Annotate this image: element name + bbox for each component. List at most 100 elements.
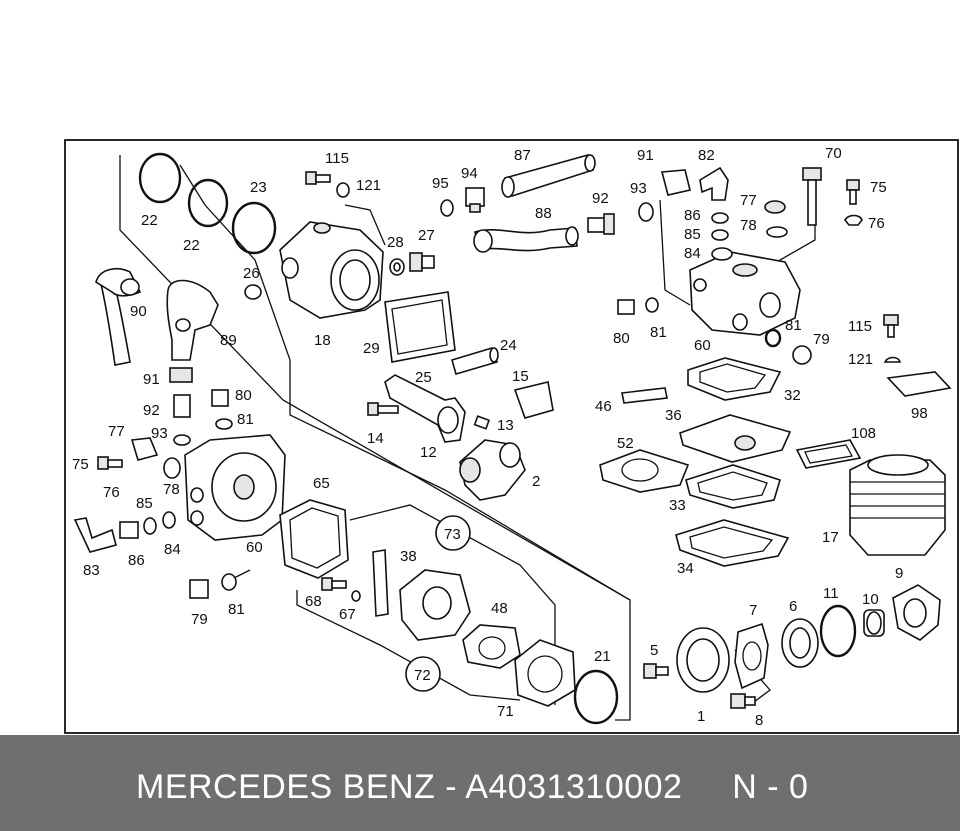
crankshaft-2 [459, 439, 526, 501]
snap-rings [138, 152, 277, 255]
callout-83: 83 [83, 562, 100, 579]
callout-52: 52 [617, 435, 634, 452]
fittings-28-27 [244, 252, 435, 300]
fittings-79-81-left [189, 573, 237, 599]
callout-7: 7 [749, 602, 757, 619]
gasket-29 [384, 291, 456, 363]
callout-33: 33 [669, 497, 686, 514]
callout-86a: 86 [684, 207, 701, 224]
callout-71: 71 [497, 703, 514, 720]
callout-48: 48 [491, 600, 508, 617]
callout-60a: 60 [694, 337, 711, 354]
bolt-68-67 [321, 549, 389, 617]
pin-24 [451, 347, 499, 375]
fitting-92-93 [587, 202, 654, 235]
callout-92a: 92 [592, 190, 609, 207]
hose-87 [501, 154, 596, 198]
callout-93a: 93 [630, 180, 647, 197]
callout-108: 108 [851, 425, 876, 442]
callout-46: 46 [595, 398, 612, 415]
ring-11 [819, 604, 857, 658]
callout-73: 73 [444, 526, 461, 543]
callout-2: 2 [532, 473, 540, 490]
cover-9 [892, 584, 941, 641]
callout-14: 14 [367, 430, 384, 447]
callout-70: 70 [825, 145, 842, 162]
callout-85b: 85 [136, 495, 153, 512]
callout-78a: 78 [740, 217, 757, 234]
connecting-rod [367, 374, 466, 443]
callout-72: 72 [414, 667, 431, 684]
callout-23: 23 [250, 179, 267, 196]
callout-78b: 78 [163, 481, 180, 498]
callout-81d: 81 [228, 601, 245, 618]
callout-67: 67 [339, 606, 356, 623]
bearing-15 [513, 381, 554, 419]
callout-81a: 81 [650, 324, 667, 341]
gasket-32 [687, 357, 782, 401]
gasket-34 [675, 519, 790, 567]
bolt-115-top [305, 171, 350, 198]
callout-81b: 81 [785, 317, 802, 334]
callout-77a: 77 [740, 192, 757, 209]
callout-121a: 121 [356, 177, 381, 194]
callout-84b: 84 [164, 541, 181, 558]
callout-92b: 92 [143, 402, 160, 419]
callout-circle-73 [435, 515, 471, 551]
callout-81c: 81 [237, 411, 254, 428]
callout-93b: 93 [151, 425, 168, 442]
washers-77-78-86-85-84 [711, 200, 788, 261]
bearing-6 [781, 618, 819, 668]
callout-79a: 79 [813, 331, 830, 348]
callout-80b: 80 [235, 387, 252, 404]
bolt-75-76-right [844, 179, 863, 226]
brand-name: MERCEDES BENZ [136, 768, 436, 806]
housing-18 [279, 221, 384, 319]
part-code: N - 0 [732, 768, 809, 806]
callout-82: 82 [698, 147, 715, 164]
callout-24: 24 [500, 337, 517, 354]
callout-68: 68 [305, 593, 322, 610]
callout-115a: 115 [325, 150, 349, 167]
callout-90: 90 [130, 303, 147, 320]
callout-labels: 115 121 87 91 82 70 94 9 5 23 22 22 88 92… [72, 145, 928, 729]
fitting-94-95 [440, 187, 485, 217]
callout-76a: 76 [868, 215, 885, 232]
callout-86b: 86 [128, 552, 145, 569]
callout-77b: 77 [108, 423, 125, 440]
callout-65: 65 [313, 475, 330, 492]
callout-9: 9 [895, 565, 903, 582]
callout-18: 18 [314, 332, 331, 349]
callout-22a: 22 [141, 212, 158, 229]
gasket-108 [795, 439, 862, 469]
seal-housing-1 [676, 627, 730, 693]
sleeve-10 [863, 609, 885, 637]
callout-87: 87 [514, 147, 531, 164]
valve-plate-36 [679, 414, 792, 463]
fittings-left-stack [97, 367, 233, 479]
callout-11: 11 [823, 585, 839, 602]
hose-88 [473, 226, 579, 253]
callout-91a: 91 [637, 147, 654, 164]
callout-6: 6 [789, 598, 797, 615]
callout-115b: 115 [848, 318, 872, 335]
callout-28: 28 [387, 234, 404, 251]
callout-22b: 22 [183, 237, 200, 254]
callout-13: 13 [497, 417, 514, 434]
callout-91b: 91 [143, 371, 160, 388]
caption-separator: - [445, 768, 458, 806]
hose-89 [166, 279, 219, 361]
callout-60b: 60 [246, 539, 263, 556]
cylinder-17 [849, 454, 946, 556]
plate-46 [621, 387, 668, 404]
callout-94: 94 [461, 165, 478, 182]
exploded-parts-diagram: 115 121 87 91 82 70 94 9 5 23 22 22 88 92… [64, 139, 959, 734]
crankcase-60-left [184, 434, 286, 541]
callout-89: 89 [220, 332, 237, 349]
bolt-115-121-right [883, 314, 902, 363]
callout-85a: 85 [684, 226, 701, 243]
callout-27: 27 [418, 227, 435, 244]
callout-88: 88 [535, 205, 552, 222]
callout-5: 5 [650, 642, 658, 659]
cylinder-head-60-right [689, 251, 801, 336]
